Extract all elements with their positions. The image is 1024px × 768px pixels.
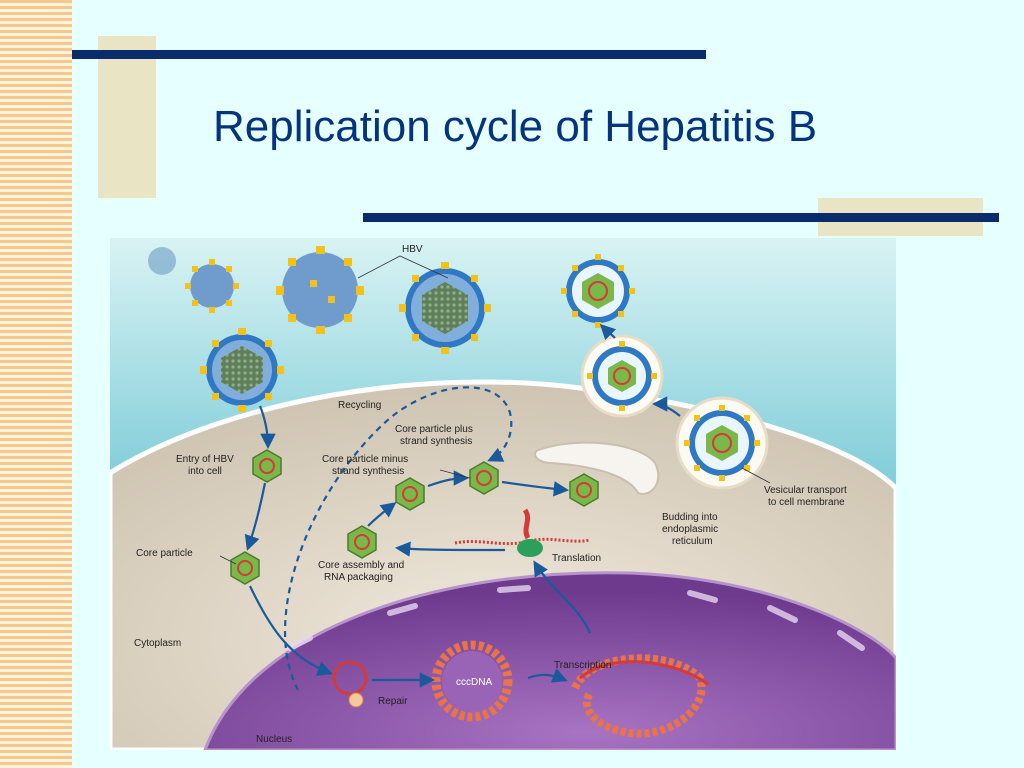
label-recycling: Recycling bbox=[338, 400, 381, 411]
core-particle-entry bbox=[252, 449, 282, 483]
mrna-translation bbox=[454, 508, 591, 557]
title-rule-top bbox=[72, 50, 706, 59]
label-translation: Translation bbox=[552, 553, 601, 564]
core-particle-minus bbox=[395, 477, 425, 511]
label-cytoplasm: Cytoplasm bbox=[134, 638, 181, 649]
vesicle-virion bbox=[675, 396, 769, 490]
nuclear-pores bbox=[287, 585, 865, 651]
nucleus bbox=[202, 571, 898, 752]
core-particle-assembly bbox=[347, 525, 377, 559]
label-pointers bbox=[219, 255, 771, 565]
label-hbv: HBV bbox=[402, 244, 423, 255]
label-core-particle: Core particle bbox=[136, 548, 193, 559]
title-rule-bottom bbox=[363, 213, 999, 222]
core-particle-cytoplasm bbox=[230, 551, 260, 585]
core-particle-plus bbox=[469, 461, 499, 495]
decorative-block-top bbox=[98, 36, 156, 198]
transcription-dna bbox=[571, 654, 709, 738]
virion-3 bbox=[399, 262, 491, 354]
label-cccdna: cccDNA bbox=[456, 677, 492, 688]
rcdna-repair bbox=[332, 660, 368, 708]
cccdna-circle bbox=[431, 640, 513, 722]
endoplasmic-reticulum bbox=[534, 441, 660, 495]
virion-1 bbox=[185, 259, 239, 313]
label-repair: Repair bbox=[378, 696, 408, 707]
virion-entering bbox=[200, 328, 284, 412]
label-transcription: Transcription bbox=[554, 660, 611, 671]
left-stripe-decoration bbox=[0, 0, 72, 768]
virion-exit-top bbox=[561, 254, 635, 328]
label-nucleus: Nucleus bbox=[256, 734, 292, 745]
virion-2 bbox=[276, 246, 364, 334]
small-virion bbox=[148, 247, 176, 275]
slide-title: Replication cycle of Hepatitis B bbox=[213, 102, 818, 151]
core-particle-budding bbox=[569, 473, 599, 507]
pathway-arrows bbox=[244, 323, 681, 691]
virion-at-membrane bbox=[580, 334, 664, 418]
